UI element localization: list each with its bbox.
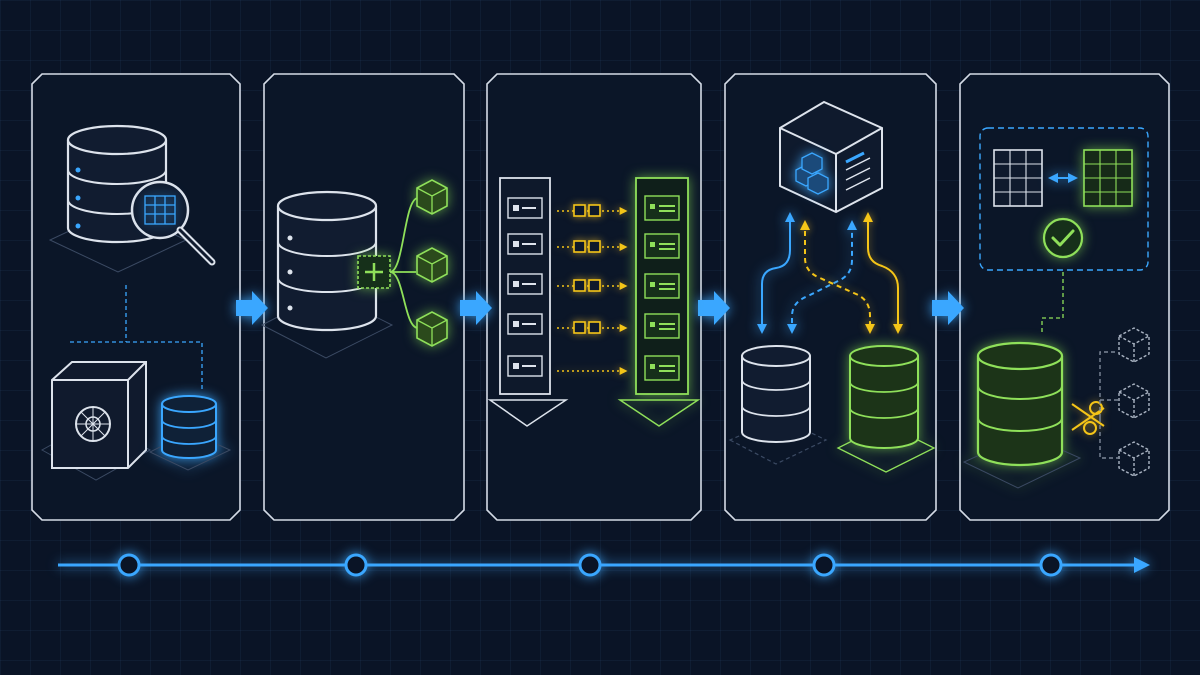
- timeline-milestone-4: [812, 553, 836, 577]
- cube-icon: [416, 179, 448, 347]
- add-node-icon: [357, 255, 391, 289]
- timeline-milestone-5: [1039, 553, 1063, 577]
- outline-cube-icon: [1118, 327, 1150, 477]
- panel-2-database-icon: [260, 190, 394, 359]
- check-circle-icon: [1042, 217, 1084, 259]
- table-compare-icon: [993, 149, 1133, 207]
- magnifier-icon: [130, 180, 216, 266]
- flow-arrow-4: [932, 291, 964, 325]
- sync-arrows: [757, 212, 903, 334]
- panel-5-branch-lines: [1099, 351, 1118, 459]
- flow-arrow-1: [236, 291, 268, 325]
- dotted-arrow-icon: [557, 204, 628, 375]
- panel-5-database-icon-green: [962, 341, 1082, 489]
- target-list-icon: [617, 177, 701, 427]
- flow-arrow-2: [460, 291, 492, 325]
- vault-safe-icon: [40, 361, 152, 481]
- timeline-milestone-1: [117, 553, 141, 577]
- flow-arrow-3: [698, 291, 730, 325]
- package-box-icon: [779, 100, 883, 214]
- compare-dashed-frame: [979, 127, 1149, 271]
- timeline-milestone-3: [578, 553, 602, 577]
- source-list-icon: [487, 177, 569, 427]
- panel-5-dashed-connector: [1041, 272, 1064, 334]
- panel-1-dashed-connector: [70, 285, 203, 390]
- timeline-milestone-2: [344, 553, 368, 577]
- panel-4-database-icon-green: [836, 345, 936, 473]
- scissors-icon: [1071, 401, 1105, 435]
- timeline: [58, 553, 1150, 577]
- panel-4-database-icon: [728, 345, 828, 465]
- small-database-icon: [148, 395, 232, 471]
- panel-2-branch-lines: [389, 197, 419, 329]
